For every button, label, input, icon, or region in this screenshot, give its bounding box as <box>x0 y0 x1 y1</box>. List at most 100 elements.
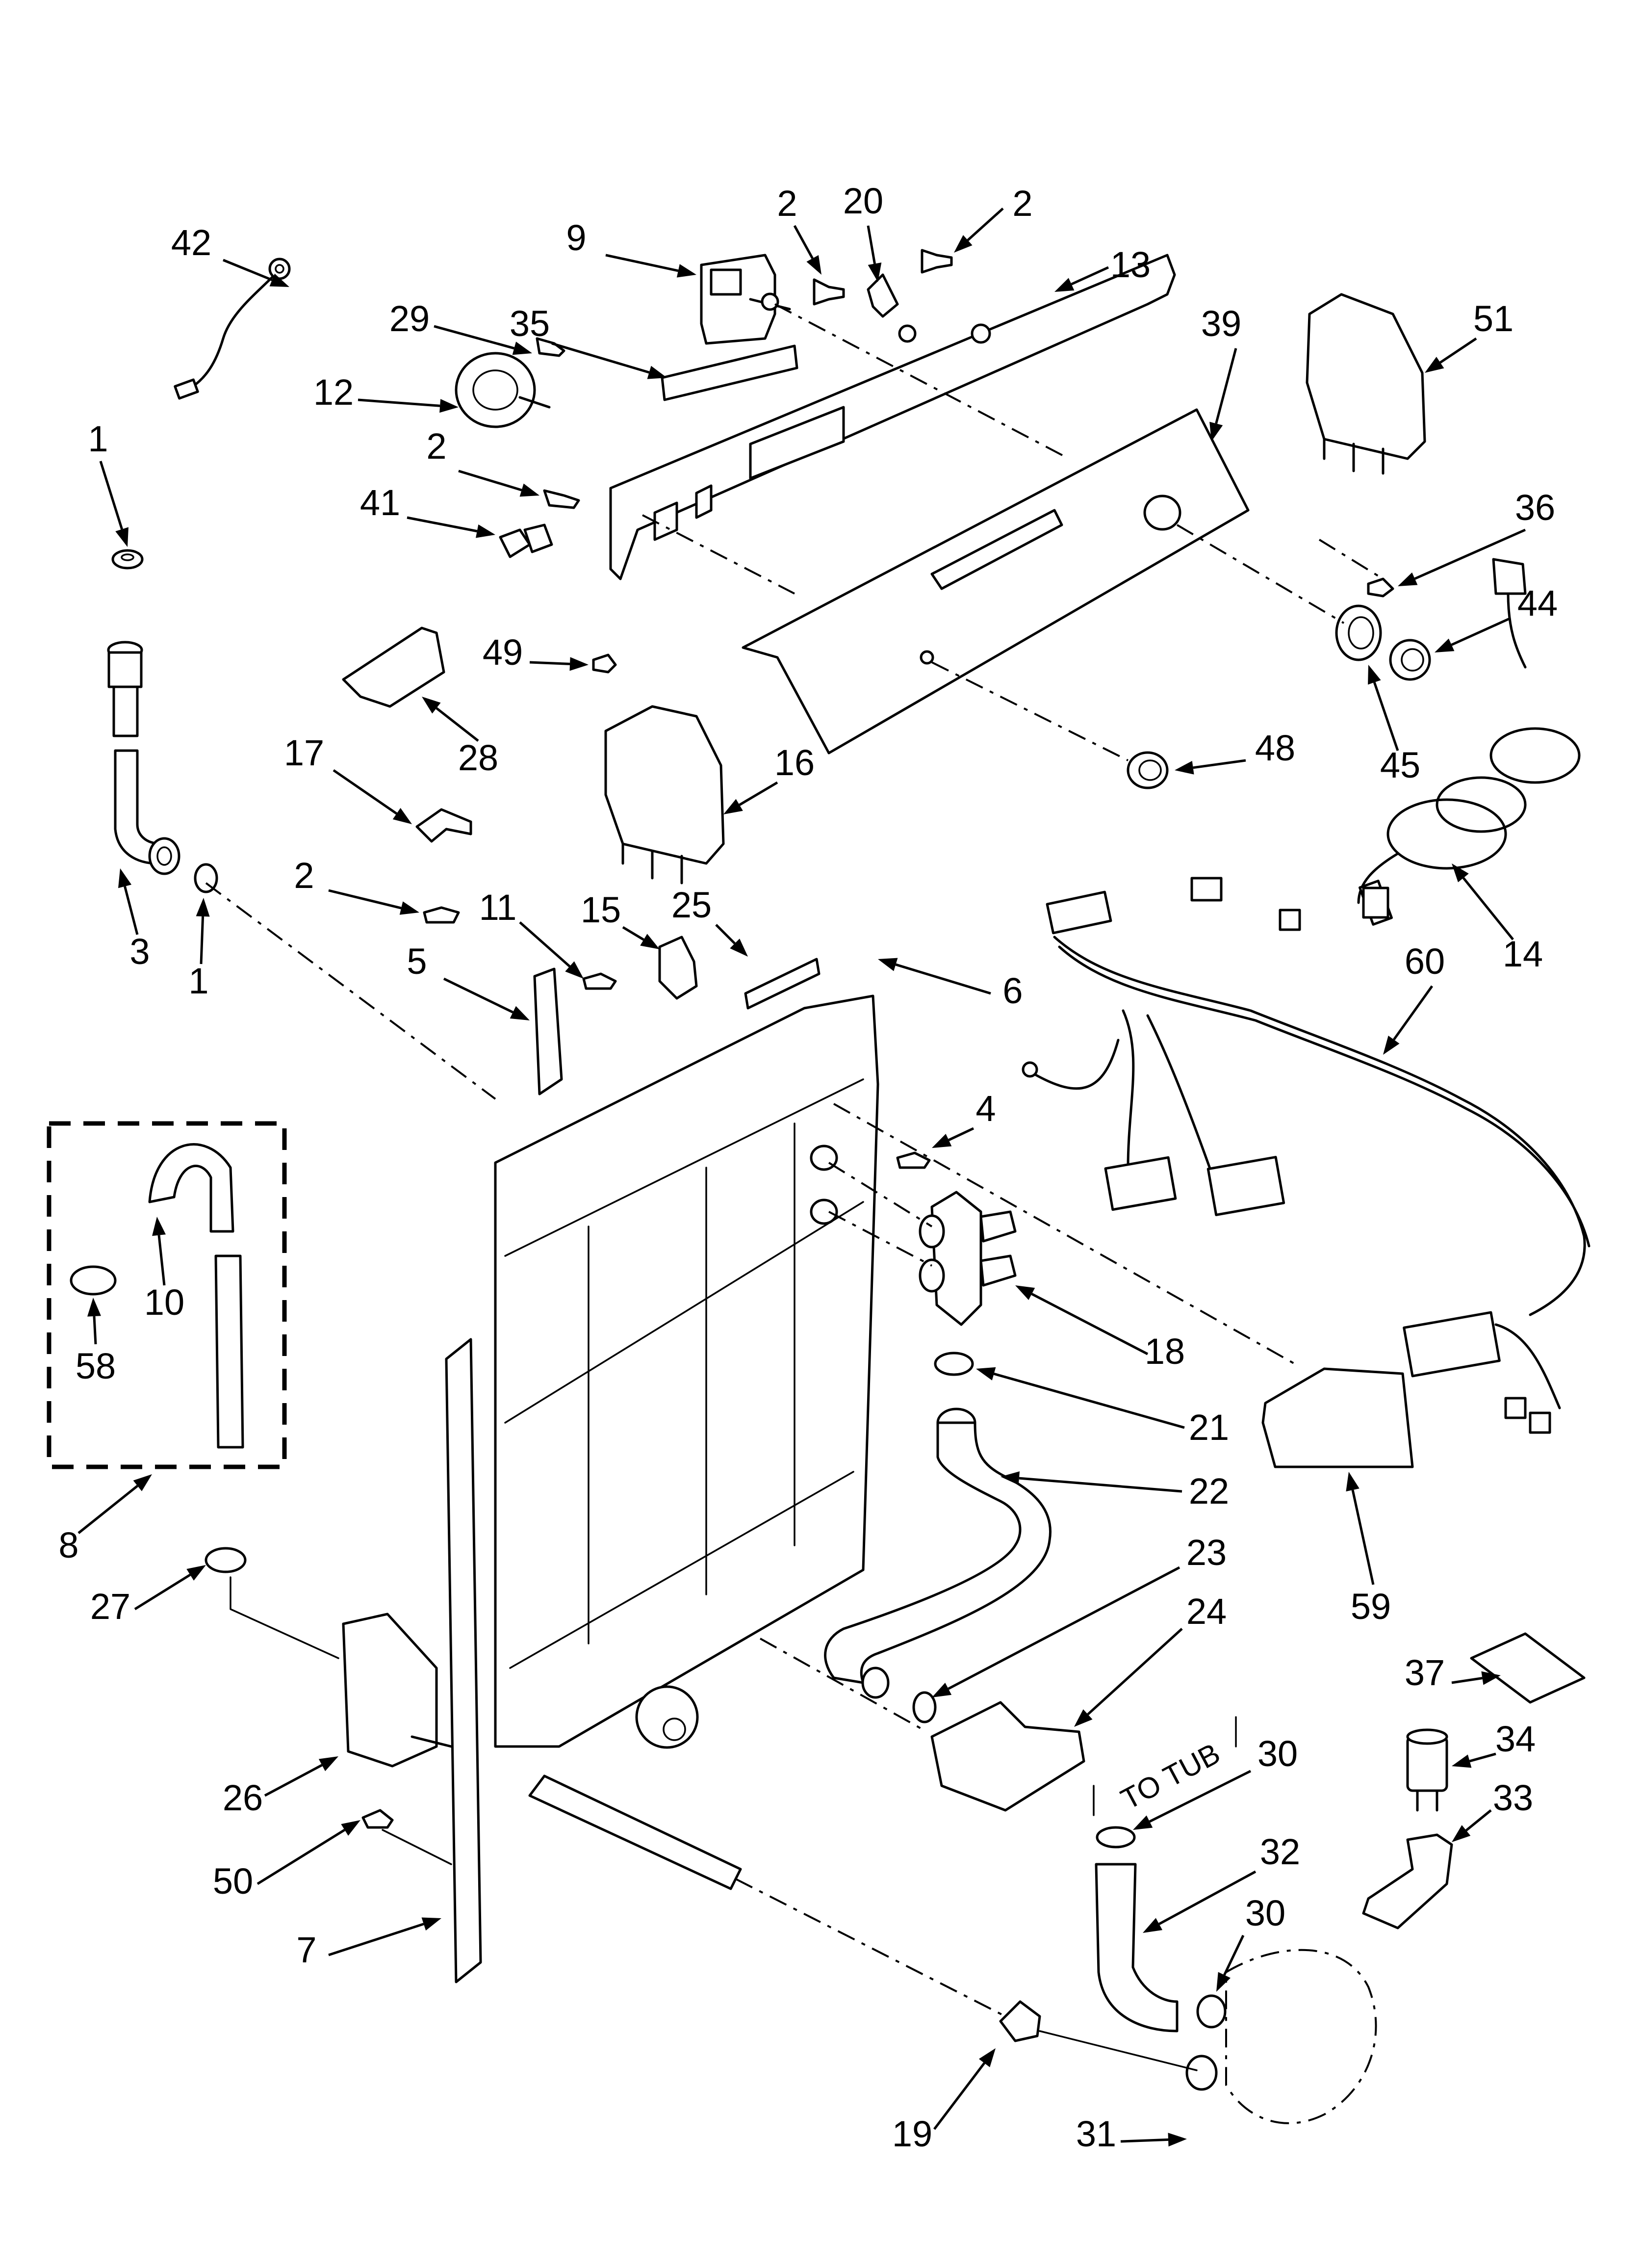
arrowhead <box>1143 1918 1163 1933</box>
leader-line <box>443 977 513 1014</box>
arrowhead <box>341 1820 360 1836</box>
callout-number-51: 51 <box>1473 298 1514 339</box>
callout-number-58: 58 <box>76 1346 116 1386</box>
screw-part <box>592 653 617 674</box>
drain-hose-kit-box <box>47 1121 287 1469</box>
leader-line <box>1465 1809 1492 1831</box>
hose-clamp-part <box>1185 2055 1218 2091</box>
wire-harness-part <box>1022 877 1591 1434</box>
arrowhead <box>510 1006 530 1020</box>
arrowhead <box>118 868 132 888</box>
hose-clamp-part <box>934 1352 974 1376</box>
leader-line <box>1469 1752 1496 1763</box>
arrowhead <box>1133 1815 1153 1830</box>
arrowhead <box>1054 278 1075 292</box>
hose-bracket-part <box>930 1701 1085 1812</box>
leader-line <box>458 469 522 492</box>
leader-line <box>967 208 1004 241</box>
inlet-hose-part <box>824 1408 1052 1699</box>
arrowhead <box>954 235 973 253</box>
capacitor-bracket-part <box>1362 1833 1453 1929</box>
leader-line <box>1451 617 1512 646</box>
assembly-lines <box>205 303 1384 2071</box>
arrowhead <box>133 1474 152 1491</box>
callout-number-27: 27 <box>90 1586 130 1627</box>
hose-clamp-part <box>1196 1994 1227 2029</box>
arrowhead <box>676 264 696 278</box>
callout-number-7: 7 <box>296 1929 316 1970</box>
arrowhead <box>512 341 532 355</box>
callout-number-5: 5 <box>407 941 427 982</box>
leader-line <box>1215 348 1237 424</box>
arrowhead <box>569 657 589 671</box>
callout-number-14: 14 <box>1503 934 1543 974</box>
callout-number-10: 10 <box>144 1282 184 1323</box>
trim-strip-part <box>744 958 821 1010</box>
leader-line <box>328 1923 424 1956</box>
air-dome-part <box>1261 1367 1414 1468</box>
leader-line <box>1414 528 1526 580</box>
arrowhead <box>318 1756 338 1772</box>
leader-line <box>134 1573 191 1611</box>
screw-part <box>582 972 617 990</box>
leader-line <box>1071 266 1109 286</box>
arrowhead <box>87 1298 101 1317</box>
callout-number-11: 11 <box>479 887 517 928</box>
leader-line <box>1193 759 1246 769</box>
arrowhead <box>1452 1825 1471 1842</box>
callout-number-29: 29 <box>389 298 430 339</box>
callout-number-28: 28 <box>458 737 498 778</box>
arrowhead <box>186 1565 206 1581</box>
callout-number-17: 17 <box>284 732 324 773</box>
leader-line <box>1439 337 1477 364</box>
callout-number-19: 19 <box>892 2113 932 2154</box>
leader-line <box>948 1127 975 1142</box>
drain-hose-part <box>214 1254 244 1449</box>
callout-number-2: 2 <box>426 426 446 467</box>
arrowhead <box>399 901 419 915</box>
leader-line <box>1351 1489 1375 1585</box>
arrowhead <box>1481 1671 1501 1685</box>
callout-number-34: 34 <box>1495 1719 1536 1759</box>
screw-part <box>536 337 565 357</box>
leader-lines <box>77 208 1526 2147</box>
leader-line <box>1393 985 1434 1041</box>
fill-hose-part <box>107 641 180 875</box>
timer-knob-part <box>455 352 551 428</box>
leader-line <box>264 1764 323 1797</box>
arrowhead <box>152 1217 166 1236</box>
arrowhead <box>1015 1285 1035 1300</box>
arrowhead <box>723 799 743 814</box>
leader-line <box>715 924 736 944</box>
connector-part <box>499 523 553 558</box>
callout-number-39: 39 <box>1201 303 1241 344</box>
arrowhead <box>269 273 289 287</box>
pump-bracket-part <box>342 1613 438 1768</box>
callout-number-41: 41 <box>360 482 400 523</box>
arrowhead <box>1425 357 1444 373</box>
callout-number-45: 45 <box>1380 745 1420 785</box>
arrowhead <box>1368 665 1381 685</box>
leader-line <box>358 398 440 407</box>
leader-line <box>519 921 571 967</box>
callout-number-35: 35 <box>510 303 550 344</box>
screw-part <box>361 1809 394 1829</box>
switch-part <box>700 254 791 345</box>
arrowhead <box>640 934 660 949</box>
rear-panel-part <box>494 994 879 1749</box>
leader-line <box>1158 1870 1257 1926</box>
screw-part <box>1367 577 1394 598</box>
callout-number-18: 18 <box>1145 1331 1185 1372</box>
callout-number-20: 20 <box>843 181 883 221</box>
callout-number-33: 33 <box>1493 1777 1533 1818</box>
bushing-part <box>1335 604 1382 661</box>
arrowhead <box>1216 1972 1231 1992</box>
capacitor-part <box>1406 1728 1448 1812</box>
callout-number-36: 36 <box>1515 487 1555 528</box>
callout-number-30: 30 <box>1257 1733 1298 1774</box>
callout-number-59: 59 <box>1351 1586 1391 1627</box>
arrowhead <box>1398 572 1418 586</box>
arrowhead <box>1452 863 1469 883</box>
callout-number-42: 42 <box>171 222 211 263</box>
